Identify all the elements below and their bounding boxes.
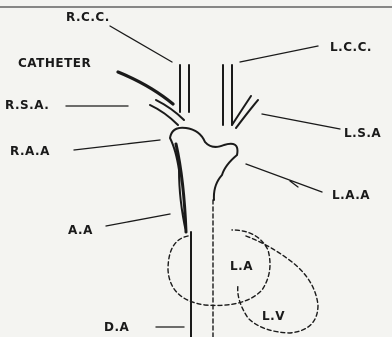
label-lv: L.V	[262, 309, 285, 323]
label-aa: A.A	[68, 223, 93, 237]
label-rsa: R.S.A.	[5, 98, 49, 112]
label-lcc: L.C.C.	[330, 40, 372, 54]
label-raa: R.A.A	[10, 144, 50, 158]
raa-leader	[74, 140, 160, 150]
right-subclavian-artery	[150, 100, 184, 125]
aortic-arch-outline	[170, 128, 237, 232]
aa-leader	[106, 214, 170, 226]
label-lsa: L.S.A	[344, 126, 381, 140]
left-atrium-outline	[168, 230, 270, 305]
label-da: D.A	[104, 320, 130, 334]
label-la: L.A	[230, 259, 253, 273]
catheter-line	[118, 72, 173, 104]
label-rcc: R.C.C.	[66, 10, 110, 24]
laa-leader	[246, 164, 322, 192]
left-subclavian-artery	[232, 96, 258, 128]
label-laa: L.A.A	[332, 188, 370, 202]
right-common-carotid	[180, 65, 189, 112]
left-common-carotid	[223, 65, 232, 125]
ascending-aorta-wall	[176, 144, 186, 232]
label-catheter: CATHETER	[18, 56, 91, 70]
descending-aorta	[191, 200, 213, 337]
lcc-leader	[240, 46, 318, 62]
rcc-leader	[110, 26, 172, 62]
lsa-leader	[262, 114, 340, 129]
